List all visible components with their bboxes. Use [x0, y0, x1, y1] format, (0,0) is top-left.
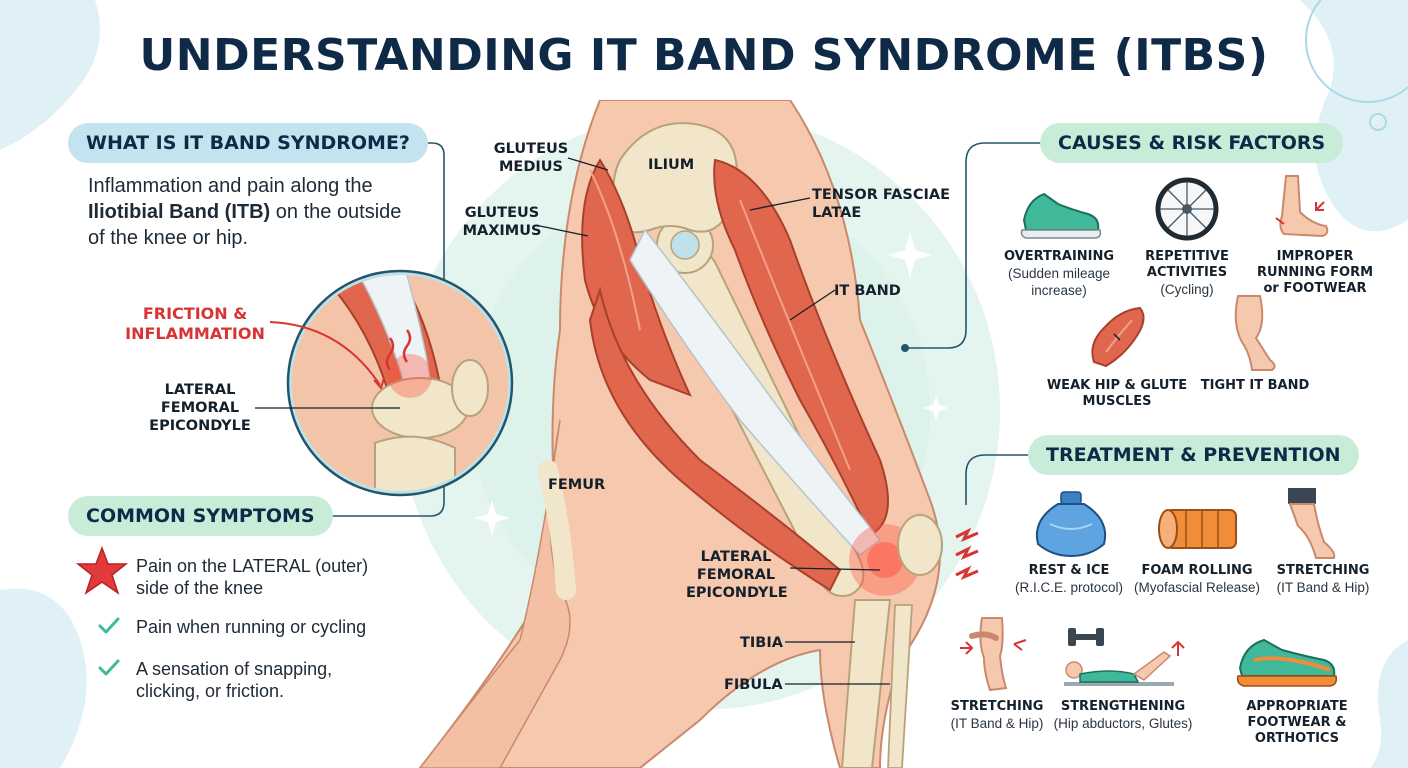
what-is-description: Inflammation and pain along the Iliotibi…: [88, 175, 402, 249]
running-shoe-icon: [1020, 192, 1102, 239]
treatment-item: STRENGTHENING(Hip abductors, Glutes): [1053, 699, 1193, 731]
leg-anatomy-illustration: [418, 100, 943, 768]
symptom-item: Pain on the LATERAL (outer) side of the …: [136, 556, 369, 598]
foam-roller-icon: [1158, 509, 1237, 549]
cause-item: REPETITIVE ACTIVITIES(Cycling): [1145, 249, 1229, 297]
pain-zigzag-icon: [955, 527, 979, 580]
label-gluteus-maximus: GLUTEUS MAXIMUS: [462, 205, 542, 239]
check-icon: [98, 659, 120, 676]
treatment-item: REST & ICE(R.I.C.E. protocol): [1014, 563, 1124, 595]
treatment-item: APPROPRIATE FOOTWEAR & ORTHOTICS: [1246, 699, 1348, 746]
cause-item: OVERTRAINING(Sudden mileage increase): [1003, 249, 1115, 298]
label-fibula: FIBULA: [724, 677, 783, 693]
red-star-icon: [75, 546, 129, 595]
inset-pointer-lines: [255, 321, 400, 409]
label-ilium: ILIUM: [648, 157, 695, 173]
treatment-item: FOAM ROLLING(Myofascial Release): [1133, 563, 1261, 595]
dumbbell-exercise-icon: [1064, 628, 1185, 686]
leg-icon: [1234, 295, 1276, 371]
page-title: UNDERSTANDING IT BAND SYNDROME (ITBS): [139, 30, 1269, 81]
treatment-heading: TREATMENT & PREVENTION: [1028, 435, 1359, 475]
ice-pack-icon: [1036, 491, 1106, 558]
check-icon: [98, 617, 120, 634]
foot-icon: [1275, 175, 1329, 238]
sneaker-icon: [1236, 638, 1338, 687]
label-tensor-fasciae-latae: TENSOR FASCIAE LATAE: [812, 187, 950, 221]
treatment-item: STRETCHING(IT Band & Hip): [1276, 563, 1370, 595]
treatment-item: STRETCHING(IT Band & Hip): [950, 699, 1044, 731]
label-it-band: IT BAND: [834, 283, 901, 299]
inset-epicondyle-label: LATERAL FEMORAL EPICONDYLE: [149, 382, 251, 434]
knee-inset-illustration: [286, 269, 514, 497]
label-tibia: TIBIA: [740, 635, 783, 651]
label-lateral-femoral-epicondyle: LATERAL FEMORAL EPICONDYLE: [686, 549, 788, 601]
symptom-item: Pain when running or cycling: [136, 617, 367, 637]
causes-heading: CAUSES & RISK FACTORS: [1040, 123, 1344, 163]
label-femur: FEMUR: [548, 477, 606, 493]
cause-item: WEAK HIP & GLUTE MUSCLES: [1046, 378, 1188, 409]
symptom-item: A sensation of snapping, clicking, or fr…: [136, 659, 333, 701]
bicycle-wheel-icon: [1155, 177, 1219, 241]
label-gluteus-medius: GLUTEUS MEDIUS: [493, 141, 569, 175]
knee-stretch-icon: [960, 617, 1027, 692]
friction-label: FRICTION & INFLAMMATION: [125, 304, 265, 343]
what-is-heading: WHAT IS IT BAND SYNDROME?: [68, 123, 428, 163]
cause-item: TIGHT IT BAND: [1200, 378, 1310, 393]
stretch-leg-icon: [1288, 488, 1336, 559]
symptoms-heading: COMMON SYMPTOMS: [68, 496, 333, 536]
muscle-icon: [1091, 306, 1145, 368]
